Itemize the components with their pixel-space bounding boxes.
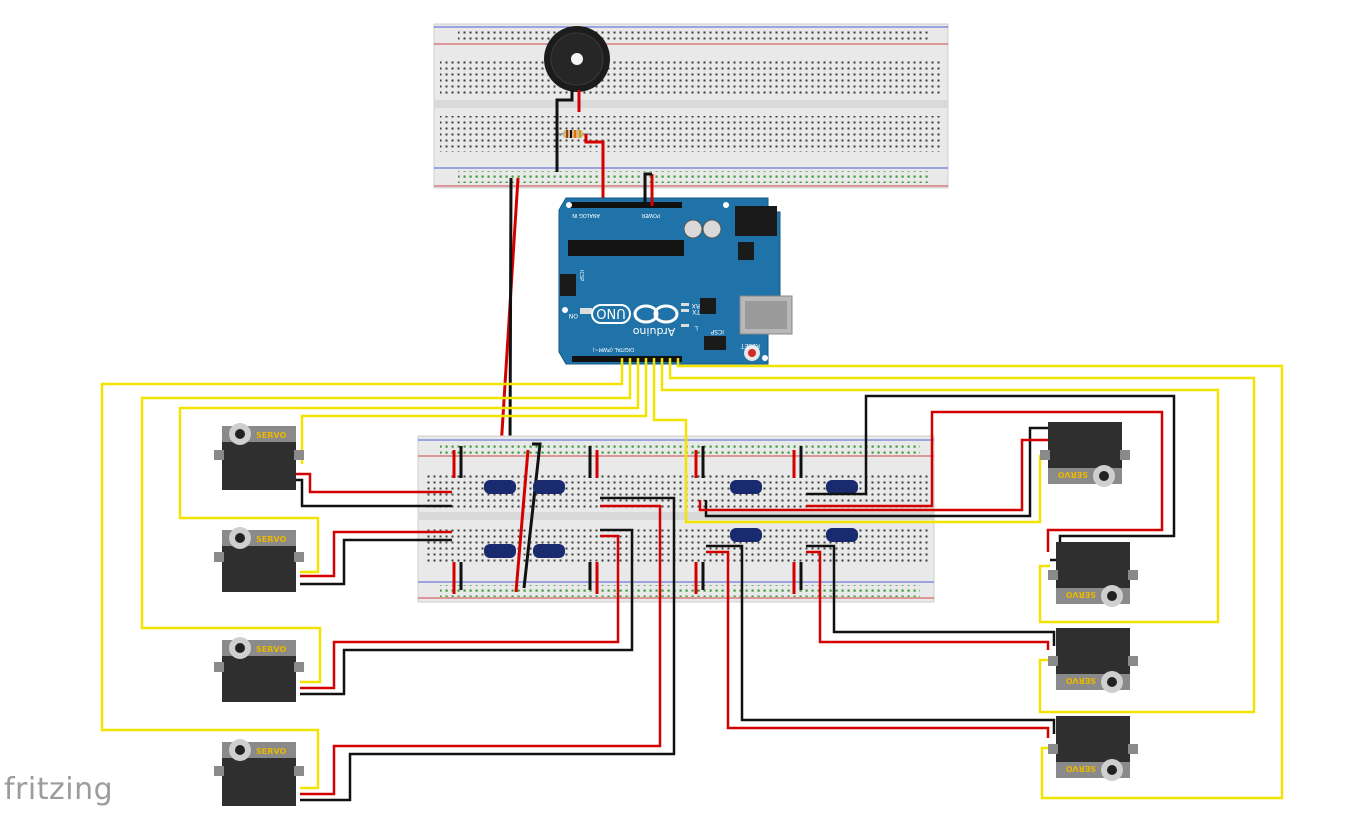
bottom-breadboard	[417, 435, 935, 603]
capacitor	[484, 544, 516, 558]
arduino-icsp2-label: ICSP	[578, 270, 584, 281]
capacitor	[826, 480, 858, 494]
capacitor	[730, 480, 762, 494]
servo-label: SERVO	[256, 645, 286, 654]
servo-right-2: SERVO	[1048, 542, 1138, 607]
capacitors	[484, 480, 858, 558]
servo-left-3: SERVO	[214, 637, 304, 702]
servo-left-2: SERVO	[214, 527, 304, 592]
servo-label: SERVO	[256, 431, 286, 440]
arduino-icsp-label: ICSP	[710, 328, 724, 335]
rail-jumpers	[452, 442, 803, 594]
servo-label: SERVO	[1066, 676, 1096, 685]
capacitor	[533, 480, 565, 494]
servo-right-1: SERVO	[1040, 422, 1130, 487]
capacitor	[730, 528, 762, 542]
servo-label: SERVO	[1066, 590, 1096, 599]
top-breadboard	[433, 23, 949, 189]
servo-left-4: SERVO	[214, 739, 304, 806]
capacitor	[484, 480, 516, 494]
fritzing-watermark: fritzing	[4, 772, 114, 807]
wire-black-rail	[508, 177, 513, 449]
servo-label: SERVO	[256, 535, 286, 544]
arduino-l-label: L	[694, 324, 698, 331]
wire-black-gnd	[643, 172, 652, 206]
arduino-rx-label: RX	[692, 302, 700, 309]
arduino-digital-label: DIGITAL (PWM~)	[592, 346, 634, 352]
arduino-model-text: UNO	[596, 305, 625, 320]
servo-right-4: SERVO	[1048, 716, 1138, 781]
arduino-reset-label: RESET	[740, 342, 760, 349]
servo-label: SERVO	[1066, 764, 1096, 773]
servo-label: SERVO	[256, 747, 286, 756]
servo-power-wires-left	[296, 472, 676, 802]
arduino-uno-board: Arduino UNO RESET ICSP ON TX RX L DIGITA…	[558, 197, 793, 365]
servo-label: SERVO	[1058, 470, 1088, 479]
arduino-analog-label: ANALOG IN	[572, 212, 600, 218]
servo-right-3: SERVO	[1048, 628, 1138, 693]
resistor	[555, 118, 605, 205]
capacitor	[533, 544, 565, 558]
arduino-on-label: ON	[569, 312, 578, 319]
buzzer	[544, 26, 610, 118]
arduino-tx-label: TX	[692, 308, 701, 315]
capacitor	[826, 528, 858, 542]
arduino-power-label: POWER	[641, 212, 660, 218]
servo-left-1: SERVO	[214, 423, 304, 490]
arduino-brand-text: Arduino	[632, 325, 675, 338]
